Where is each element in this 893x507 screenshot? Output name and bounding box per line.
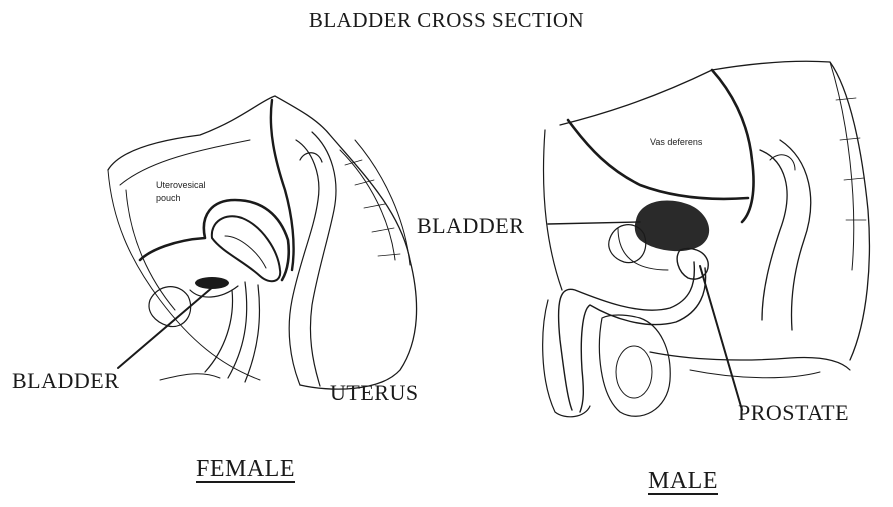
male-urethra — [559, 262, 695, 410]
male-rectum-front — [760, 150, 787, 320]
male-perineum — [650, 352, 850, 370]
female-urethra — [205, 290, 233, 372]
male-prostate-label: PROSTATE — [738, 400, 849, 426]
male-anal-region — [690, 370, 820, 378]
female-vagina-back — [245, 285, 259, 382]
diagram-title: BLADDER CROSS SECTION — [0, 8, 893, 33]
male-bladder-leader — [548, 222, 640, 224]
male-bladder-label: BLADDER — [417, 213, 524, 239]
female-bladder-label: BLADDER — [12, 368, 119, 394]
male-cross-section — [543, 61, 870, 417]
male-prostate — [677, 249, 708, 280]
female-uterus-label: UTERUS — [330, 380, 419, 406]
female-uterus-body — [212, 216, 280, 281]
female-caption: FEMALE — [196, 456, 295, 483]
female-inner-wall — [126, 190, 175, 310]
female-anterior-wall — [108, 170, 260, 380]
female-perineum — [160, 374, 220, 380]
female-sacrum-back — [355, 140, 410, 265]
female-vagina-front — [228, 282, 247, 378]
male-anterior-wall — [544, 130, 562, 290]
female-uterus-cavity — [225, 236, 266, 268]
male-scrotum — [599, 315, 670, 416]
female-abdominal-wall — [120, 140, 250, 185]
male-sigmoid-loop — [770, 155, 795, 170]
male-peritoneum — [568, 120, 748, 199]
male-prostate-leader — [700, 266, 742, 410]
male-testis — [616, 346, 652, 398]
male-caption: MALE — [648, 468, 718, 495]
female-body-outline — [108, 96, 417, 389]
uterovesical-label-line2: pouch — [156, 193, 181, 203]
male-urethra-outer — [580, 268, 706, 412]
female-pubic-bone — [149, 287, 191, 327]
female-cross-section — [108, 96, 417, 389]
vas-deferens-label: Vas deferens — [650, 137, 702, 147]
male-sacrum — [830, 62, 854, 270]
uterovesical-label-line1: Uterovesical — [156, 180, 206, 190]
female-posterior-peritoneum — [271, 100, 294, 270]
female-rectum-back — [310, 132, 336, 386]
